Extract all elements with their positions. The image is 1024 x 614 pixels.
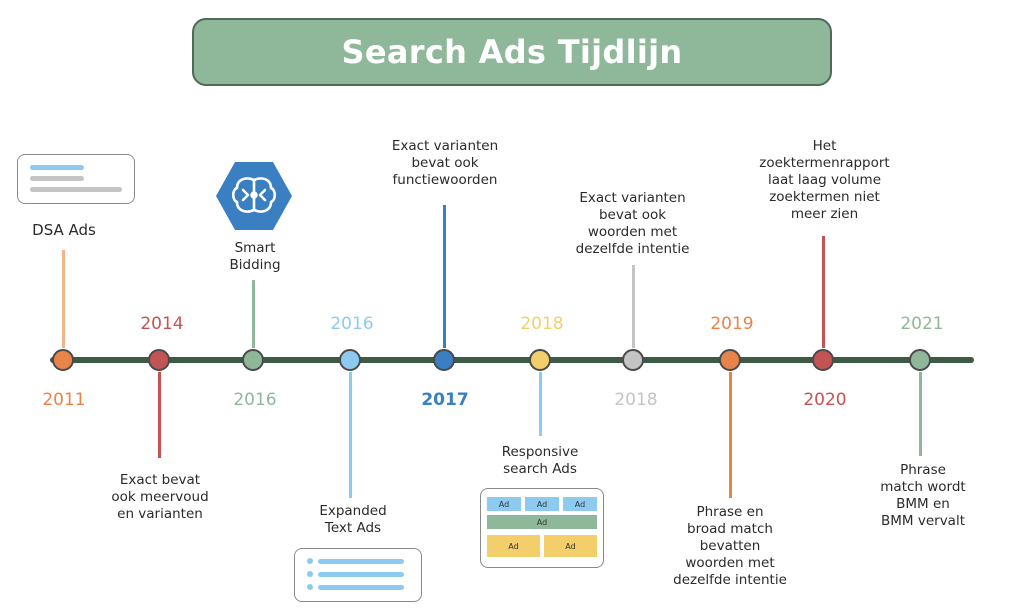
timeline-axis (50, 357, 974, 363)
year-label: 2017 (421, 390, 469, 410)
timeline-dot-2018-exact (622, 349, 644, 371)
stem-2018-responsive (539, 372, 542, 436)
stem-2021 (919, 372, 922, 456)
event-label-phrase-bmm: Phrase match wordt BMM en BMM vervalt (880, 462, 966, 529)
event-label-dsa-ads: DSA Ads (32, 221, 96, 239)
timeline-dot-2016-expanded (339, 349, 361, 371)
stem-2019 (729, 372, 732, 498)
title-banner: Search Ads Tijdlijn (192, 18, 832, 86)
ad-card-icon (17, 154, 135, 204)
year-label: 2011 (42, 390, 86, 410)
stem-2017 (443, 205, 446, 348)
year-label: 2019 (710, 314, 754, 334)
timeline-dot-2020 (812, 349, 834, 371)
year-label: 2016 (233, 390, 277, 410)
text-list-card-icon (294, 548, 422, 602)
year-label: 2020 (803, 390, 847, 410)
ad-cell: Ad (487, 535, 540, 557)
stem-2011 (62, 250, 65, 348)
event-label-phrase-broad: Phrase en broad match bevatten woorden m… (673, 504, 787, 588)
ad-cell: Ad (563, 497, 597, 511)
ad-cell: Ad (525, 497, 559, 511)
stem-2020 (822, 236, 825, 348)
event-label-exact-functiewoorden: Exact varianten bevat ook functiewoorden (391, 138, 499, 188)
stem-2018-exact (632, 265, 635, 348)
timeline-dot-2019 (719, 349, 741, 371)
event-label-exact-intentie: Exact varianten bevat ook woorden met de… (575, 190, 690, 257)
timeline-dot-2018-responsive (529, 349, 551, 371)
year-label: 2016 (330, 314, 374, 334)
stem-2016-smart (252, 280, 255, 348)
timeline-dot-2021 (909, 349, 931, 371)
event-label-smart-bidding: Smart Bidding (229, 240, 281, 273)
year-label: 2021 (900, 314, 944, 334)
timeline-dot-2016-smart (242, 349, 264, 371)
ad-cell: Ad (487, 497, 521, 511)
year-label: 2018 (520, 314, 564, 334)
stem-2016-expanded (349, 372, 352, 498)
timeline-dot-2011 (52, 349, 74, 371)
event-label-expanded-text-ads: Expanded Text Ads (319, 503, 387, 536)
year-label: 2018 (614, 390, 658, 410)
event-label-responsive-search-ads: Responsive search Ads (501, 444, 579, 477)
event-label-exact-meervoud: Exact bevat ook meervoud en varianten (111, 472, 209, 522)
event-label-zoektermenrapport: Het zoektermenrapport laat laag volume z… (759, 138, 890, 222)
ad-cell: Ad (487, 515, 597, 529)
year-label: 2014 (140, 314, 184, 334)
stem-2014 (158, 372, 161, 458)
ad-cell: Ad (544, 535, 597, 557)
timeline-dot-2014 (148, 349, 170, 371)
page-title: Search Ads Tijdlijn (341, 33, 683, 71)
ad-grid-icon: Ad Ad Ad Ad Ad Ad (480, 488, 604, 568)
brain-hexagon-icon (216, 162, 292, 230)
timeline-dot-2017 (433, 349, 455, 371)
